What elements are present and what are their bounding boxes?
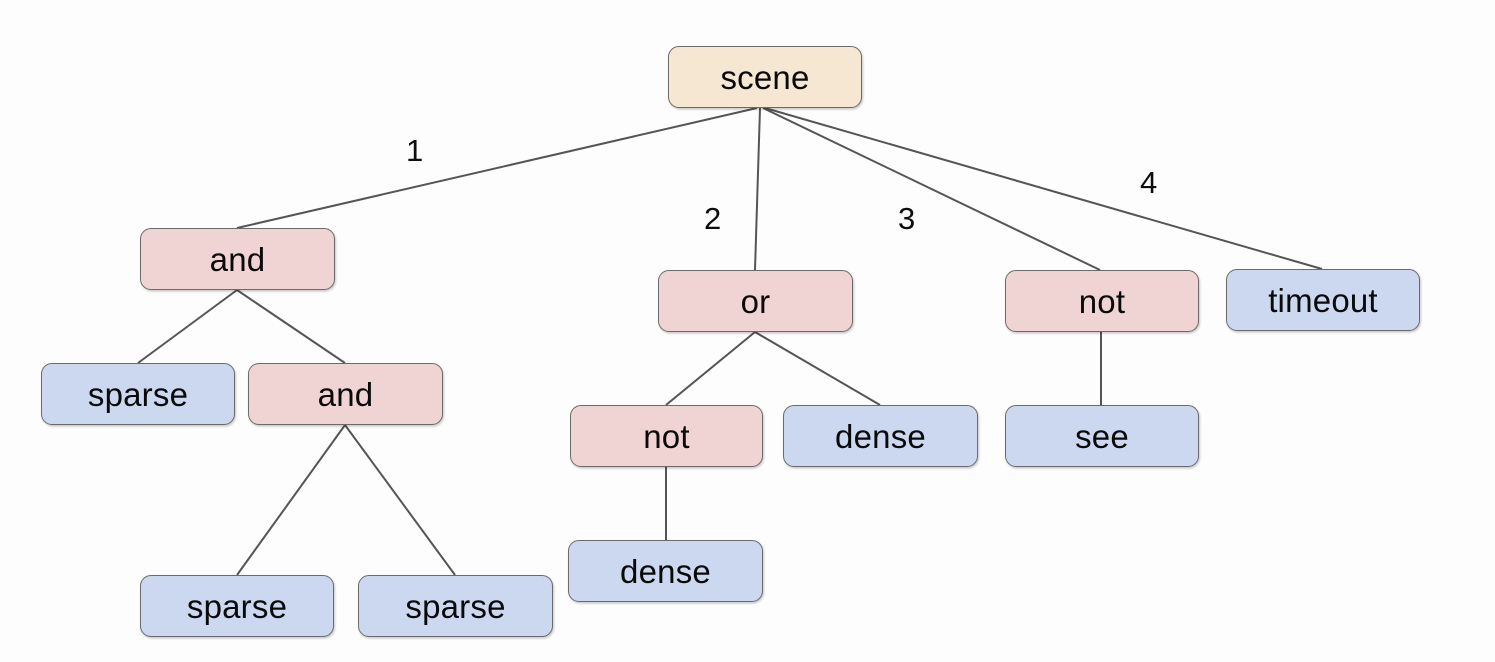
tree-node-label: not xyxy=(1078,282,1126,320)
tree-node-dense1[interactable]: dense xyxy=(568,540,763,602)
tree-edge xyxy=(236,107,758,229)
tree-node-and1[interactable]: and xyxy=(140,228,335,290)
tree-node-dense2[interactable]: dense xyxy=(783,405,978,467)
tree-node-timeout1[interactable]: timeout xyxy=(1226,269,1420,331)
tree-node-label: and xyxy=(317,375,374,413)
tree-node-label: not xyxy=(643,417,690,455)
tree-node-label: sparse xyxy=(87,375,189,413)
edge-label-2: 2 xyxy=(704,201,722,236)
tree-node-label: sparse xyxy=(405,587,506,625)
tree-node-sparse1[interactable]: sparse xyxy=(41,363,235,425)
tree-node-sparse2[interactable]: sparse xyxy=(140,575,334,637)
tree-node-and2[interactable]: and xyxy=(248,363,443,425)
tree-edge xyxy=(137,289,238,364)
tree-edge xyxy=(236,289,346,364)
tree-node-label: see xyxy=(1075,417,1129,455)
tree-edge xyxy=(764,107,1323,270)
edge-label-3: 3 xyxy=(898,201,916,236)
tree-node-or1[interactable]: or xyxy=(658,270,853,332)
tree-node-label: or xyxy=(740,282,771,320)
tree-node-label: scene xyxy=(720,58,810,96)
tree-edge xyxy=(754,331,881,406)
tree-node-label: dense xyxy=(620,552,711,590)
tree-edge xyxy=(236,424,346,576)
tree-node-not1[interactable]: not xyxy=(570,405,763,467)
tree-edge xyxy=(754,107,761,271)
edge-label-4: 4 xyxy=(1140,165,1158,200)
tree-node-label: sparse xyxy=(186,587,288,625)
tree-node-label: dense xyxy=(835,417,926,455)
tree-node-scene[interactable]: scene xyxy=(668,46,862,108)
tree-node-label: and xyxy=(209,240,266,278)
tree-node-label: timeout xyxy=(1268,281,1378,319)
tree-node-not2[interactable]: not xyxy=(1005,270,1199,332)
tree-node-sparse3[interactable]: sparse xyxy=(358,575,553,637)
tree-edge xyxy=(344,424,456,576)
tree-edge xyxy=(665,331,756,406)
tree-node-see1[interactable]: see xyxy=(1005,405,1199,467)
edge-label-1: 1 xyxy=(406,133,424,168)
tree-edge xyxy=(762,107,1101,271)
